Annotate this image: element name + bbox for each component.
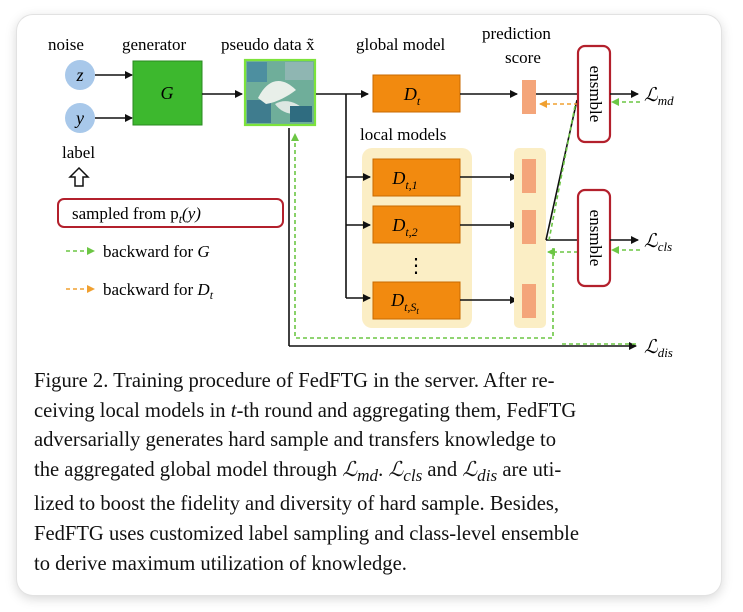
ensemble-bottom-box [576,188,612,288]
prediction-label: prediction [482,24,551,43]
local-models-label: local models [360,125,446,144]
caption-line-5: lized to boost the fidelity and diversit… [34,493,560,516]
training-diagram: noise generator pseudo data x̃ global mo… [48,24,674,360]
sampled-from-box [57,198,284,228]
loss-dis: ℒdis [644,337,673,360]
local-model-s-box [372,281,461,320]
caption-line-2: ceiving local models in t-th round and a… [34,399,577,422]
up-arrow-icon [68,166,90,187]
generator-symbol: G [161,83,174,103]
ensemble-top-label: ensmble [586,66,605,123]
y-node-label: y [74,108,84,128]
noise-label: noise [48,35,84,54]
caption-line-6: FedFTG uses customized label sampling an… [34,523,580,546]
local-model-s-symbol: Dt,St [390,290,419,316]
pseudo-data-label: pseudo data x̃ [221,35,315,54]
z-node [65,60,95,90]
figure-caption: Figure 2. Training procedure of FedFTG i… [34,367,704,579]
local-score-bar-2 [522,210,536,244]
legend-backward-g: backward for G [103,242,210,261]
local-model-2-symbol: Dt,2 [391,215,417,239]
caption-line-3: adversarially generates hard sample and … [34,429,557,452]
ensemble-bottom-label: ensmble [586,210,605,267]
label-text: label [62,143,95,162]
sampled-from-label: sampled from pt(y) [72,204,201,226]
legend-backward-dt: backward for Dt [103,280,214,302]
generator-label: generator [122,35,187,54]
global-score-bar [522,80,536,114]
caption-line-1: Figure 2. Training procedure of FedFTG i… [34,370,555,392]
local-model-1-symbol: Dt,1 [391,168,417,192]
y-node [65,103,95,133]
pseudo-data-image [243,58,317,127]
loss-md: ℒmd [644,85,674,108]
local-score-bar-s [522,284,536,318]
global-model-symbol: Dt [403,84,421,108]
global-model-label: global model [356,35,446,54]
loss-cls: ℒcls [644,231,672,254]
z-node-label: z [75,65,83,85]
score-label: score [505,48,541,67]
legend: backward for G backward for Dt [66,242,214,302]
local-models-dots: ⋮ [406,255,426,277]
caption-line-7: to derive maximum utilization of knowled… [34,552,407,575]
generator-box [132,60,203,126]
local-score-bar-1 [522,159,536,193]
caption-line-4: the aggregated global model through ℒmd.… [34,458,562,485]
local-model-1-box [372,158,461,197]
